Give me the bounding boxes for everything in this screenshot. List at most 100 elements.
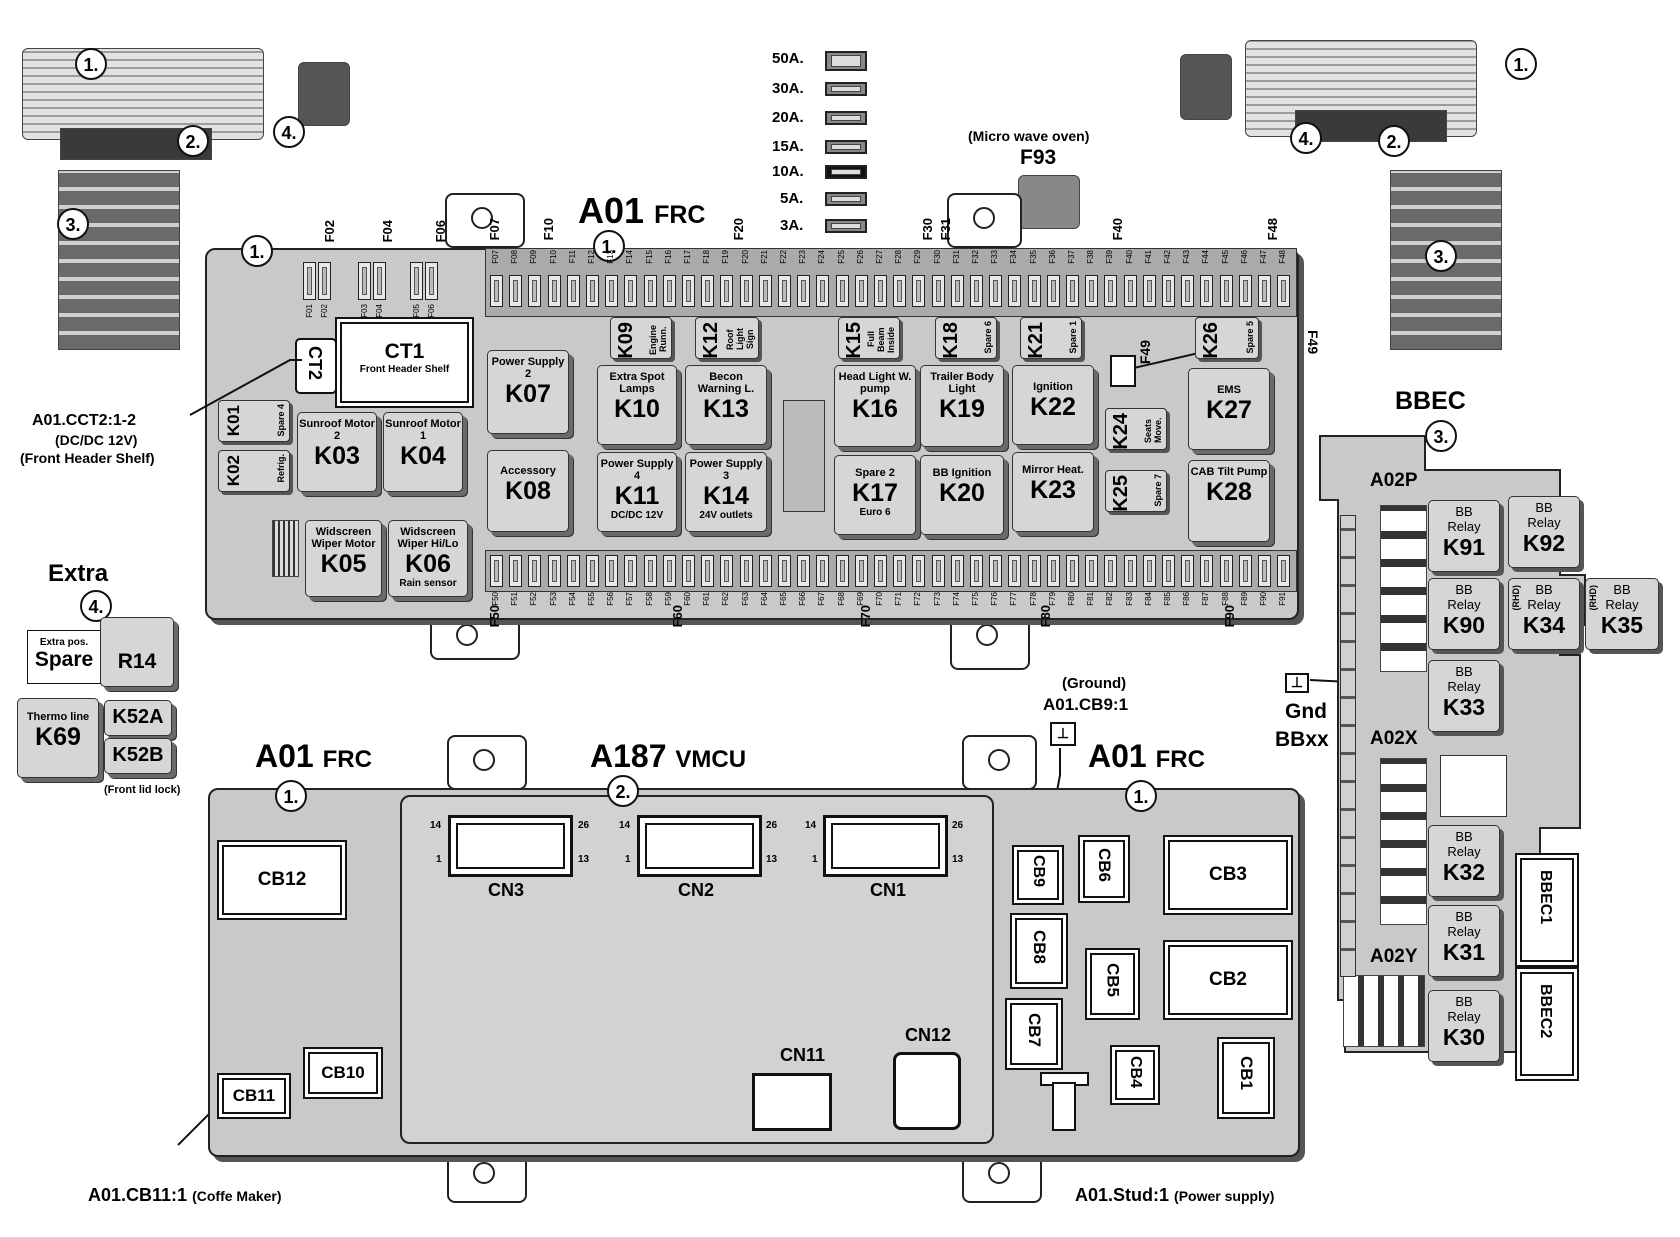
fuse-f84[interactable] [1142, 555, 1156, 587]
fuse-f08[interactable] [509, 275, 523, 307]
relay-k19[interactable]: Trailer Body Light K19 [920, 365, 1004, 447]
fuse-f55[interactable] [586, 555, 599, 587]
connector-cn1[interactable] [823, 815, 948, 877]
cb12[interactable]: CB12 [222, 845, 342, 915]
fuse-f28[interactable] [893, 275, 907, 307]
relay-k21[interactable]: K21 Spare 1 [1020, 317, 1082, 359]
fuse-f67[interactable] [816, 555, 830, 587]
relay-k69[interactable]: Thermo line K69 [17, 698, 99, 778]
fuse-f03[interactable] [358, 262, 371, 300]
fuse-f40[interactable] [1123, 275, 1137, 307]
fuse-f44[interactable] [1200, 275, 1214, 307]
connector-cn12[interactable] [893, 1052, 961, 1130]
relay-k23[interactable]: Mirror Heat. K23 [1012, 452, 1094, 532]
fuse-f21[interactable] [758, 275, 772, 307]
fuse-f36[interactable] [1046, 275, 1060, 307]
fuse-f62[interactable] [720, 555, 734, 587]
relay-k13[interactable]: Becon Warning L. K13 [685, 365, 767, 445]
fuse-f04[interactable] [373, 262, 386, 300]
fuse-f91[interactable] [1277, 555, 1291, 587]
fuse-f31[interactable] [950, 275, 964, 307]
fuse-f83[interactable] [1123, 555, 1137, 587]
fuse-f48[interactable] [1277, 275, 1291, 307]
fuse-f74[interactable] [950, 555, 964, 587]
bb-relay-k30[interactable]: BB Relay K30 [1428, 990, 1500, 1062]
relay-k26[interactable]: K26 Spare 5 [1195, 317, 1259, 359]
connector-cn11[interactable] [752, 1073, 832, 1131]
relay-k24[interactable]: K24 Seats Move. [1105, 408, 1167, 450]
relay-k28[interactable]: CAB Tilt Pump K28 [1188, 460, 1270, 542]
fuse-f22[interactable] [778, 275, 791, 307]
bbec1-connector[interactable]: BBEC1 [1520, 858, 1574, 962]
fuse-f23[interactable] [797, 275, 811, 307]
fuse-f89[interactable] [1238, 555, 1252, 587]
fuse-f60[interactable] [682, 555, 695, 587]
relay-k14[interactable]: Power Supply 3 K14 24V outlets [685, 452, 767, 532]
relay-k18[interactable]: K18 Spare 6 [935, 317, 997, 359]
extra-spare-slot[interactable]: Extra pos. Spare [27, 630, 101, 684]
fuse-f79[interactable] [1046, 555, 1060, 587]
fuse-f78[interactable] [1027, 555, 1041, 587]
fuse-f13[interactable] [605, 275, 619, 307]
fuse-f69[interactable] [854, 555, 868, 587]
cb5[interactable]: CB5 [1090, 953, 1135, 1015]
fuse-f11[interactable] [566, 275, 580, 307]
bb-relay-k33[interactable]: BB Relay K33 [1428, 660, 1500, 732]
bb-relay-k35[interactable]: BB Relay K35 (RHD) [1585, 578, 1659, 650]
relay-k04[interactable]: Sunroof Motor 1 K04 [383, 412, 463, 492]
fuse-f06[interactable] [425, 262, 438, 300]
fuse-f88[interactable] [1219, 555, 1233, 587]
bb-relay-k92[interactable]: BB Relay K92 [1508, 496, 1580, 568]
fuse-f59[interactable] [662, 555, 676, 587]
relay-k03[interactable]: Sunroof Motor 2 K03 [297, 412, 377, 492]
relay-k22[interactable]: Ignition K22 [1012, 365, 1094, 445]
relay-k15[interactable]: K15 Full Beam Inside [838, 317, 900, 359]
fuse-f05[interactable] [410, 262, 423, 300]
fuse-f53[interactable] [547, 555, 561, 587]
fuse-f12[interactable] [586, 275, 599, 307]
fuse-f50[interactable] [490, 555, 503, 587]
fuse-f15[interactable] [643, 275, 657, 307]
fuse-f75[interactable] [970, 555, 983, 587]
fuse-f32[interactable] [970, 275, 983, 307]
fuse-f66[interactable] [797, 555, 811, 587]
fuse-f33[interactable] [989, 275, 1003, 307]
fuse-f68[interactable] [835, 555, 849, 587]
ct1-block[interactable]: CT1 Front Header Shelf [340, 322, 469, 403]
bb-relay-k34[interactable]: BB Relay K34 (RHD) [1508, 578, 1580, 650]
fuse-f65[interactable] [778, 555, 791, 587]
fuse-f61[interactable] [701, 555, 715, 587]
cb7[interactable]: CB7 [1010, 1003, 1058, 1065]
fuse-f30[interactable] [931, 275, 945, 307]
fuse-f42[interactable] [1162, 275, 1175, 307]
fuse-f64[interactable] [758, 555, 772, 587]
fuse-f26[interactable] [854, 275, 868, 307]
fuse-f80[interactable] [1066, 555, 1079, 587]
cb4[interactable]: CB4 [1115, 1050, 1155, 1100]
fuse-f17[interactable] [682, 275, 695, 307]
bb-relay-k91[interactable]: BB Relay K91 [1428, 500, 1500, 572]
fuse-f02[interactable] [318, 262, 331, 300]
fuse-f87[interactable] [1200, 555, 1214, 587]
fuse-f41[interactable] [1142, 275, 1156, 307]
relay-k08[interactable]: Accessory K08 [487, 450, 569, 532]
relay-k52a[interactable]: K52A [104, 700, 172, 736]
fuse-f16[interactable] [662, 275, 676, 307]
relay-k16[interactable]: Head Light W. pump K16 [834, 365, 916, 447]
connector-cn2[interactable] [637, 815, 762, 877]
fuse-f54[interactable] [566, 555, 580, 587]
relay-k02[interactable]: K02 Refrig. [218, 450, 290, 492]
fuse-f45[interactable] [1219, 275, 1233, 307]
fuse-f90[interactable] [1258, 555, 1271, 587]
cb8[interactable]: CB8 [1015, 918, 1063, 984]
fuse-f25[interactable] [835, 275, 849, 307]
relay-k52b[interactable]: K52B [104, 738, 172, 774]
fuse-f76[interactable] [989, 555, 1003, 587]
relay-k11[interactable]: Power Supply 4 K11 DC/DC 12V [597, 452, 677, 532]
cb2[interactable]: CB2 [1168, 945, 1288, 1015]
fuse-f29[interactable] [912, 275, 926, 307]
fuse-f73[interactable] [931, 555, 945, 587]
cb9[interactable]: CB9 [1017, 850, 1059, 900]
relay-k25[interactable]: K25 Spare 7 [1105, 470, 1167, 512]
fuse-f71[interactable] [893, 555, 907, 587]
